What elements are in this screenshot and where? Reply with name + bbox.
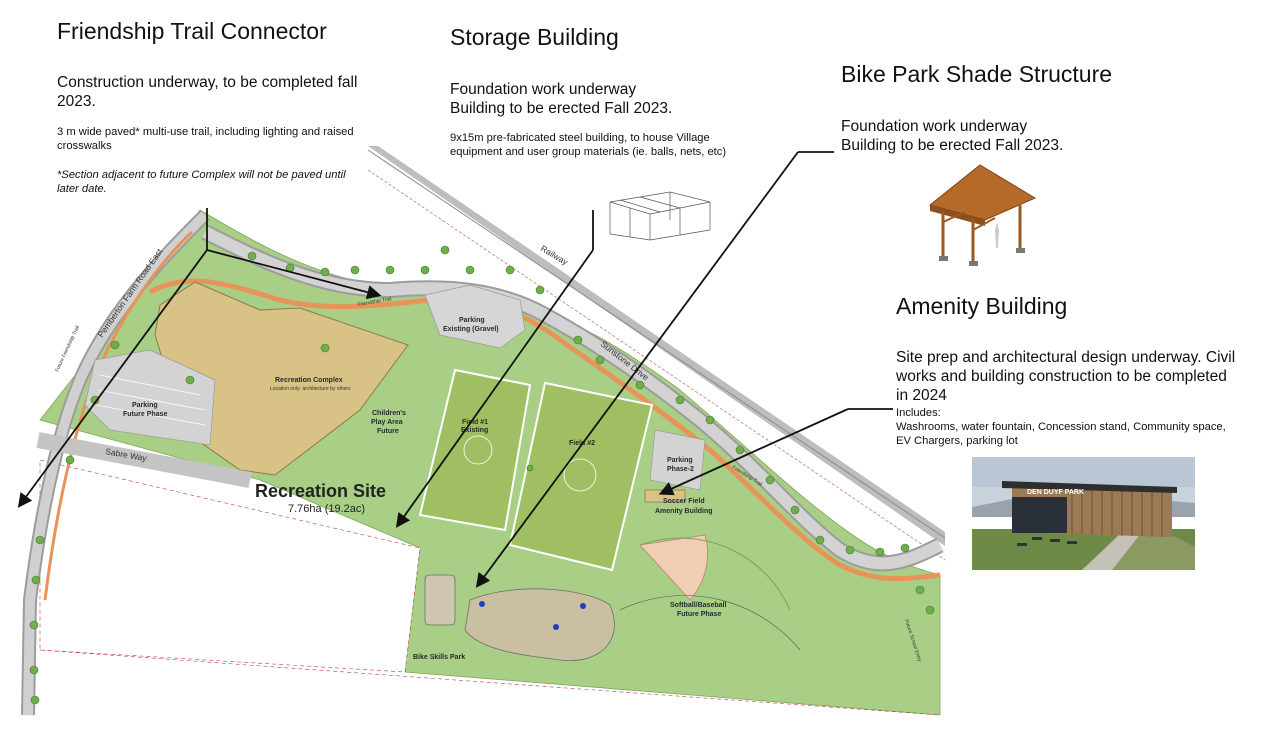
childrens-play-label-3: Future	[377, 428, 399, 435]
softball-label: Softball/Baseball	[670, 602, 726, 609]
pump-track	[424, 574, 456, 626]
recreation-site-title: Recreation Site	[255, 481, 386, 501]
recreation-complex-label: Recreation Complex	[275, 377, 343, 384]
parking-future-label: Parking	[132, 402, 158, 409]
amenity-includes-list: Washrooms, water fountain, Concession st…	[896, 421, 1226, 447]
amenity-building-rendering: DEN DUYF PARK	[972, 457, 1195, 570]
parking-existing-label: Parking	[459, 317, 485, 324]
field-1-rect	[418, 368, 532, 532]
callout-arrows	[17, 151, 893, 588]
storage-building-wireframe	[609, 191, 711, 241]
bike-park-title: Bike Park Shade Structure	[841, 61, 1113, 87]
friendship-trail-note: *Section adjacent to future Complex will…	[57, 169, 346, 195]
parking-existing-label-2: Existing (Gravel)	[443, 326, 499, 333]
childrens-play-label-2: Play Area	[371, 419, 403, 426]
bike-skills-label: Bike Skills Park	[413, 654, 465, 661]
field-1-label-2: Existing	[461, 427, 488, 434]
shade-structure-illustration	[928, 164, 1037, 266]
bike-skills-track	[464, 588, 615, 662]
tree-markers	[29, 245, 935, 705]
friendship-trail-title: Friendship Trail Connector	[57, 18, 327, 44]
childrens-play-label-1: Children's	[372, 410, 406, 417]
friendship-trail-detail: 3 m wide paved* multi-use trail, includi…	[57, 126, 354, 152]
amenity-building-title: Amenity Building	[896, 293, 1068, 319]
parking-phase2-lot	[649, 429, 706, 491]
amenity-building-status: Site prep and architectural design under…	[896, 349, 1236, 404]
soccer-amenity-label-2: Amenity Building	[655, 508, 713, 515]
friendship-trail-label: Friendship Trail	[357, 296, 392, 308]
storage-building-status-2: Building to be erected Fall 2023.	[450, 100, 673, 117]
parking-future-label-2: Future Phase	[123, 411, 167, 418]
storage-building-detail: 9x15m pre-fabricated steel building, to …	[450, 132, 727, 158]
rendering-sign-text: DEN DUYF PARK	[1027, 489, 1084, 496]
softball-label-2: Future Phase	[677, 611, 721, 618]
parking-phase2-label: Parking	[667, 457, 693, 464]
friendship-trail-status: Construction underway, to be completed f…	[57, 74, 358, 110]
recreation-complex-note: Location only- architecture by others	[270, 386, 351, 392]
bike-park-status-1: Foundation work underway	[841, 118, 1028, 135]
bike-park-status-2: Building to be erected Fall 2023.	[841, 137, 1064, 154]
softball-diamond	[639, 534, 708, 601]
friendship-trail-path	[148, 278, 941, 582]
future-friendship-trail-label: Future Friendship Trail	[54, 325, 81, 373]
west-parcel	[39, 459, 421, 673]
parking-phase2-label-2: Phase-2	[667, 466, 694, 473]
sabre-way-road	[36, 432, 252, 488]
field-1-label: Field #1	[462, 419, 488, 426]
recreation-site-area: 7.76ha (19.2ac)	[288, 503, 365, 515]
storage-building-status-1: Foundation work underway	[450, 81, 637, 98]
storage-building-title: Storage Building	[450, 24, 619, 50]
amenity-includes-label: Includes:	[896, 407, 941, 419]
parking-existing-lot	[424, 284, 526, 349]
soccer-amenity-label: Soccer Field	[663, 498, 705, 505]
